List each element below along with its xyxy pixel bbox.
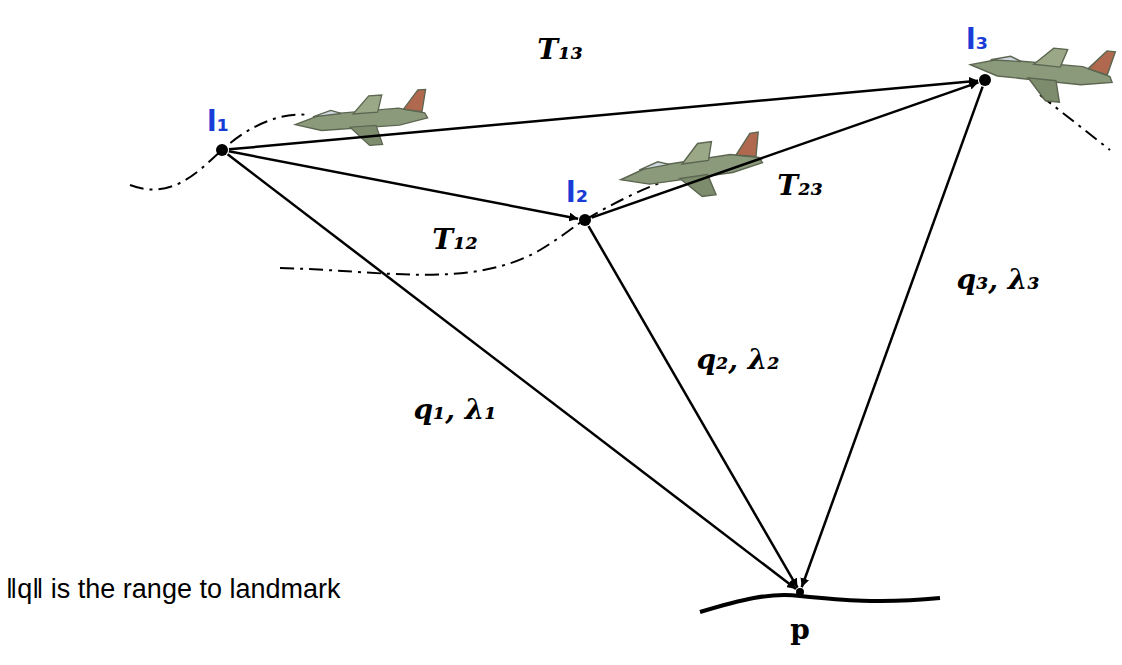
terrain-line <box>700 595 940 612</box>
aircraft-icon <box>967 37 1115 108</box>
point-label: p <box>790 616 810 644</box>
vector-arrow <box>589 226 798 588</box>
vector-label: T₁₂ <box>429 225 480 255</box>
vector-arrow <box>228 154 796 589</box>
aircraft-icon <box>617 132 766 207</box>
vector-label: q₃, λ₃ <box>953 265 1042 295</box>
vector-arrow <box>229 151 578 218</box>
point-label: l₁ <box>207 108 229 136</box>
note-text: ‖q‖ is the range to landmark <box>6 576 340 603</box>
vector-arrow <box>229 81 978 150</box>
vector-label: q₁, λ₁ <box>410 395 499 425</box>
point-marker: p <box>796 588 804 596</box>
vector-label: q₂, λ₂ <box>693 345 782 375</box>
trajectory <box>1040 95 1110 150</box>
vector-label: T₂₃ <box>774 171 825 201</box>
point-marker: l₃ <box>979 74 991 86</box>
point-marker: l₂ <box>579 214 591 226</box>
point-label: l₃ <box>966 26 988 54</box>
point-label: l₂ <box>566 179 588 207</box>
point-marker: l₁ <box>216 144 228 156</box>
vector-arrow <box>592 82 979 217</box>
vector-arrow <box>802 87 983 588</box>
vector-label: T₁₃ <box>534 35 585 65</box>
